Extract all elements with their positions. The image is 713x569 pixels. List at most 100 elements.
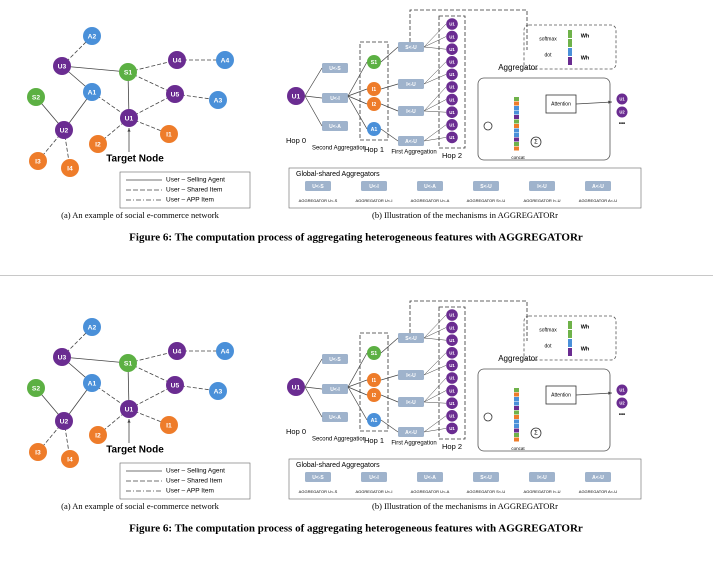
hop2-link [423,415,447,433]
node-U3-label: U3 [58,63,67,70]
concat-cell [514,133,519,137]
global-box-5-label: A<-U [592,475,604,481]
concat-cell [514,415,519,419]
hop2-frame [438,306,466,440]
hop2-link [423,390,447,403]
hop2-link [423,36,447,48]
hop2-node-5-label: U1 [449,85,455,90]
global-box-5-label: A<-U [592,184,604,190]
hop2-link [423,74,447,85]
subcaption-b: (b) Illustration of the mechanisms in AG… [372,210,558,220]
second-agg-box-1 [322,384,348,394]
hop2-link [423,314,447,339]
hop2-node-6-label: U1 [449,388,455,393]
node-U3-label: U3 [58,354,67,361]
node-I3 [29,443,47,461]
global-box-2-label: U<-A [424,184,436,190]
hop1-node-0-label: S1 [371,60,378,66]
hop1-edge [347,95,368,105]
node-S2 [27,88,45,106]
second-agg-box-2 [322,412,348,422]
aggregator-name-0: AGGREGATOR U<-S [299,489,338,494]
hop2-link [423,365,447,376]
node-A2 [83,318,101,336]
concat-cell [514,433,519,437]
node-U2 [55,121,73,139]
separator [0,275,713,276]
hop2-node-9 [446,131,458,144]
global-box-4 [529,472,555,482]
attention-panel [477,368,611,452]
concat-label: concat [511,155,525,160]
aggregator-name-1: AGGREGATOR U<-I [355,489,392,494]
target-arrow-head [127,419,131,423]
aggregator-name-1: AGGREGATOR U<-I [355,198,392,203]
node-I1-label: I1 [166,422,172,429]
node-U1 [120,400,138,418]
hop0-edge [304,358,323,388]
hop1-node-3-label: A1 [371,418,378,424]
legend-item-2: User – APP Item [166,197,214,204]
softmax-bar [568,57,572,65]
node-A3 [209,382,227,400]
sum-icon [530,427,542,439]
weight-k: Wh [581,55,590,61]
second-agg-box-0 [322,63,348,73]
figure-caption: Figure 6: The computation process of agg… [129,523,583,535]
hop2-node-3-label: U1 [449,350,455,355]
hop-1-label: Hop 1 [364,436,384,445]
output-node-2-label: U2 [619,401,625,406]
softmax-bar [568,348,572,356]
node-S2 [27,379,45,397]
global-box-1-label: U<-I [369,184,379,190]
output-arrow-head [608,391,612,395]
first-agg-box-0 [398,42,424,52]
hop2-frame [438,15,466,149]
node-I3-label: I3 [35,158,41,165]
node-A4 [216,342,234,360]
hop1-node-2-label: I2 [372,102,376,108]
second-agg-box-0-label: U<-S [329,66,341,72]
concat-cell [514,419,519,424]
hop2-node-2-label: U1 [449,47,455,52]
aggregator-label: Aggregator [498,354,538,363]
aggregator-name-4: AGGREGATOR I<-U [523,198,560,203]
node-S1-label: S1 [124,360,133,367]
second-agg-box-1-label: U<-I [330,96,340,102]
hop2-link [423,61,447,85]
second-aggregation-label: Second Aggregation [312,146,366,152]
output-ellipsis: ••• [619,122,625,128]
attention-panel [477,77,611,161]
first-agg-box-3-label: A<-U [405,139,417,145]
global-box-0-label: U<-S [312,184,324,190]
global-box-0 [305,181,331,191]
softmax-label: softmax [539,327,557,333]
global-box-2-label: U<-A [424,475,436,481]
node-U5 [166,85,184,103]
node-U3 [53,348,71,366]
global-box-5 [585,472,611,482]
hop2-node-9-label: U1 [449,135,455,140]
node-I2 [89,135,107,153]
first-agg-box-3-label: A<-U [405,430,417,436]
weight-q: Wh [581,33,590,39]
hop0-u1 [287,87,305,105]
hop2-link [423,137,447,142]
hop1-edge [347,352,368,388]
hop0-edge [304,386,323,418]
node-I4 [61,159,79,177]
output-arrow [575,392,613,396]
hop0-edge [304,95,323,127]
global-box-3-label: S<-U [480,475,492,481]
target-node-label: Target Node [106,445,164,456]
activation-icon [483,121,493,131]
hop2-node-5-label: U1 [449,376,455,381]
concat-cell [514,397,519,401]
hop0-edge [304,386,323,390]
hop2-link [423,23,447,48]
hop1-node-3 [367,122,381,136]
hop1-node-1-label: I1 [372,378,376,384]
hop2-node-6-label: U1 [449,97,455,102]
